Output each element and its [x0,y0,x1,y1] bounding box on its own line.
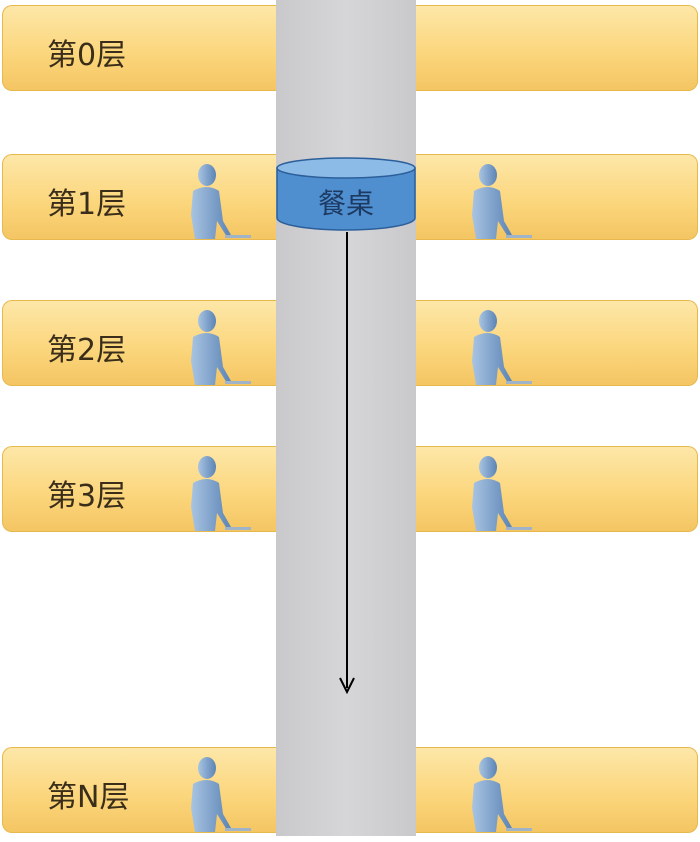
down-arrow [339,232,355,694]
floor-label: 第0层 [47,38,127,73]
person-icon [175,307,255,387]
person-icon [456,754,536,834]
floor-3-right [416,446,698,532]
floor-2-right [416,300,698,386]
person-icon [175,453,255,533]
floor-1-right [416,154,698,240]
dining-table: 餐桌 [276,156,416,232]
person-icon [456,161,536,241]
floor-label: 第1层 [47,187,127,222]
table-label: 餐桌 [317,187,374,220]
floor-3-left: 第3层 [2,446,276,532]
person-icon [456,453,536,533]
floor-4-left: 第N层 [2,747,276,833]
person-icon [175,161,255,241]
floor-0-left: 第0层 [2,5,276,91]
floor-label: 第2层 [47,333,127,368]
person-icon [456,307,536,387]
floor-label: 第N层 [47,780,130,815]
floor-2-left: 第2层 [2,300,276,386]
floor-0-right [416,5,698,91]
floor-4-right [416,747,698,833]
floor-1-left: 第1层 [2,154,276,240]
floor-label: 第3层 [47,479,127,514]
person-icon [175,754,255,834]
